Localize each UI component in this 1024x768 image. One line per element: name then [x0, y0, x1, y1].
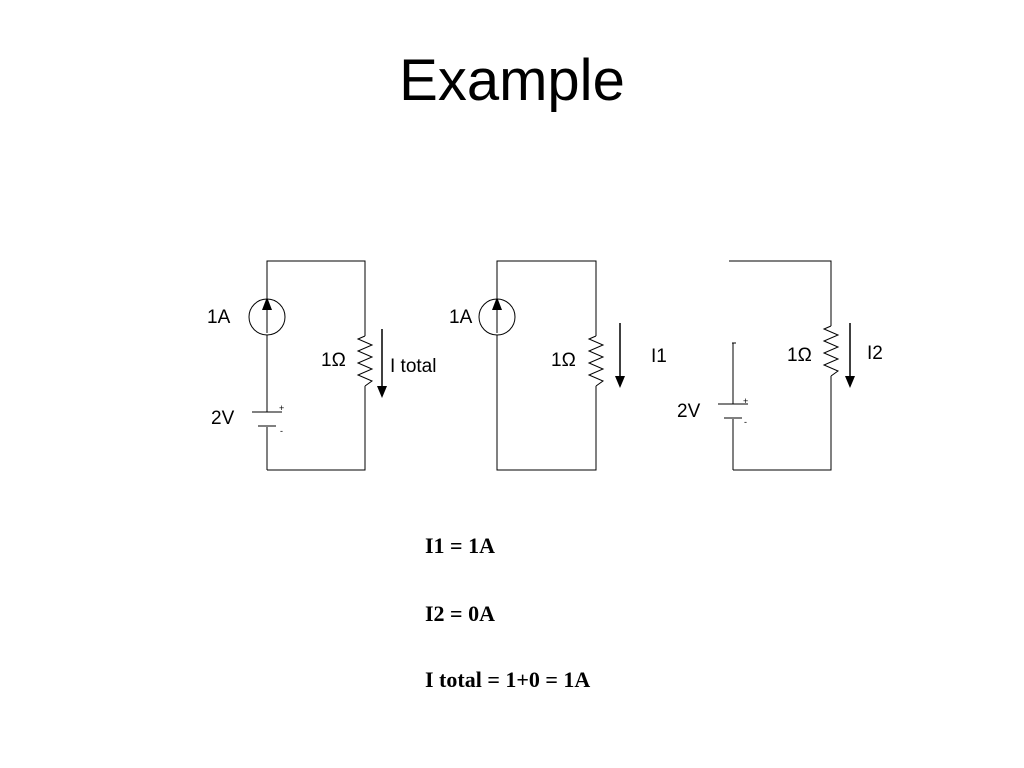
source-label: 1A — [449, 307, 473, 328]
current-source-1a-icon — [248, 297, 286, 336]
resistor-label: 1Ω — [321, 350, 346, 371]
equation-i2: I2 = 0A — [425, 601, 495, 626]
circuit-full: + - 1A 1Ω 2V I total — [207, 260, 436, 471]
circuit-full-wires — [252, 260, 366, 471]
source-label: 1A — [207, 307, 231, 328]
battery-plus-sign: + — [279, 403, 284, 413]
equation-i1: I1 = 1A — [425, 533, 495, 558]
battery-label: 2V — [677, 401, 701, 422]
circuit-current-only-wires — [496, 260, 597, 471]
equation-itotal: I total = 1+0 = 1A — [425, 667, 591, 692]
resistor-icon — [356, 335, 374, 387]
current-source-1a-icon — [478, 297, 516, 336]
current-label: I1 — [651, 346, 667, 367]
current-label: I total — [390, 356, 436, 377]
resistor-icon — [822, 325, 840, 377]
resistor-label: 1Ω — [787, 345, 812, 366]
battery-minus-sign: - — [280, 426, 283, 436]
circuit-current-only: 1A 1Ω I1 — [449, 260, 667, 471]
current-arrow-icon — [845, 323, 855, 388]
battery-plus-sign: + — [743, 396, 748, 406]
resistor-icon — [587, 335, 605, 387]
current-label: I2 — [867, 343, 883, 364]
current-arrow-icon — [615, 323, 625, 388]
resistor-label: 1Ω — [551, 350, 576, 371]
circuit-voltage-only: + - 1Ω 2V I2 — [677, 260, 883, 471]
circuit-voltage-only-wires — [718, 260, 832, 471]
current-arrow-icon — [377, 329, 387, 398]
battery-label: 2V — [211, 408, 235, 429]
slide-title: Example — [399, 48, 625, 113]
battery-minus-sign: - — [744, 417, 747, 427]
